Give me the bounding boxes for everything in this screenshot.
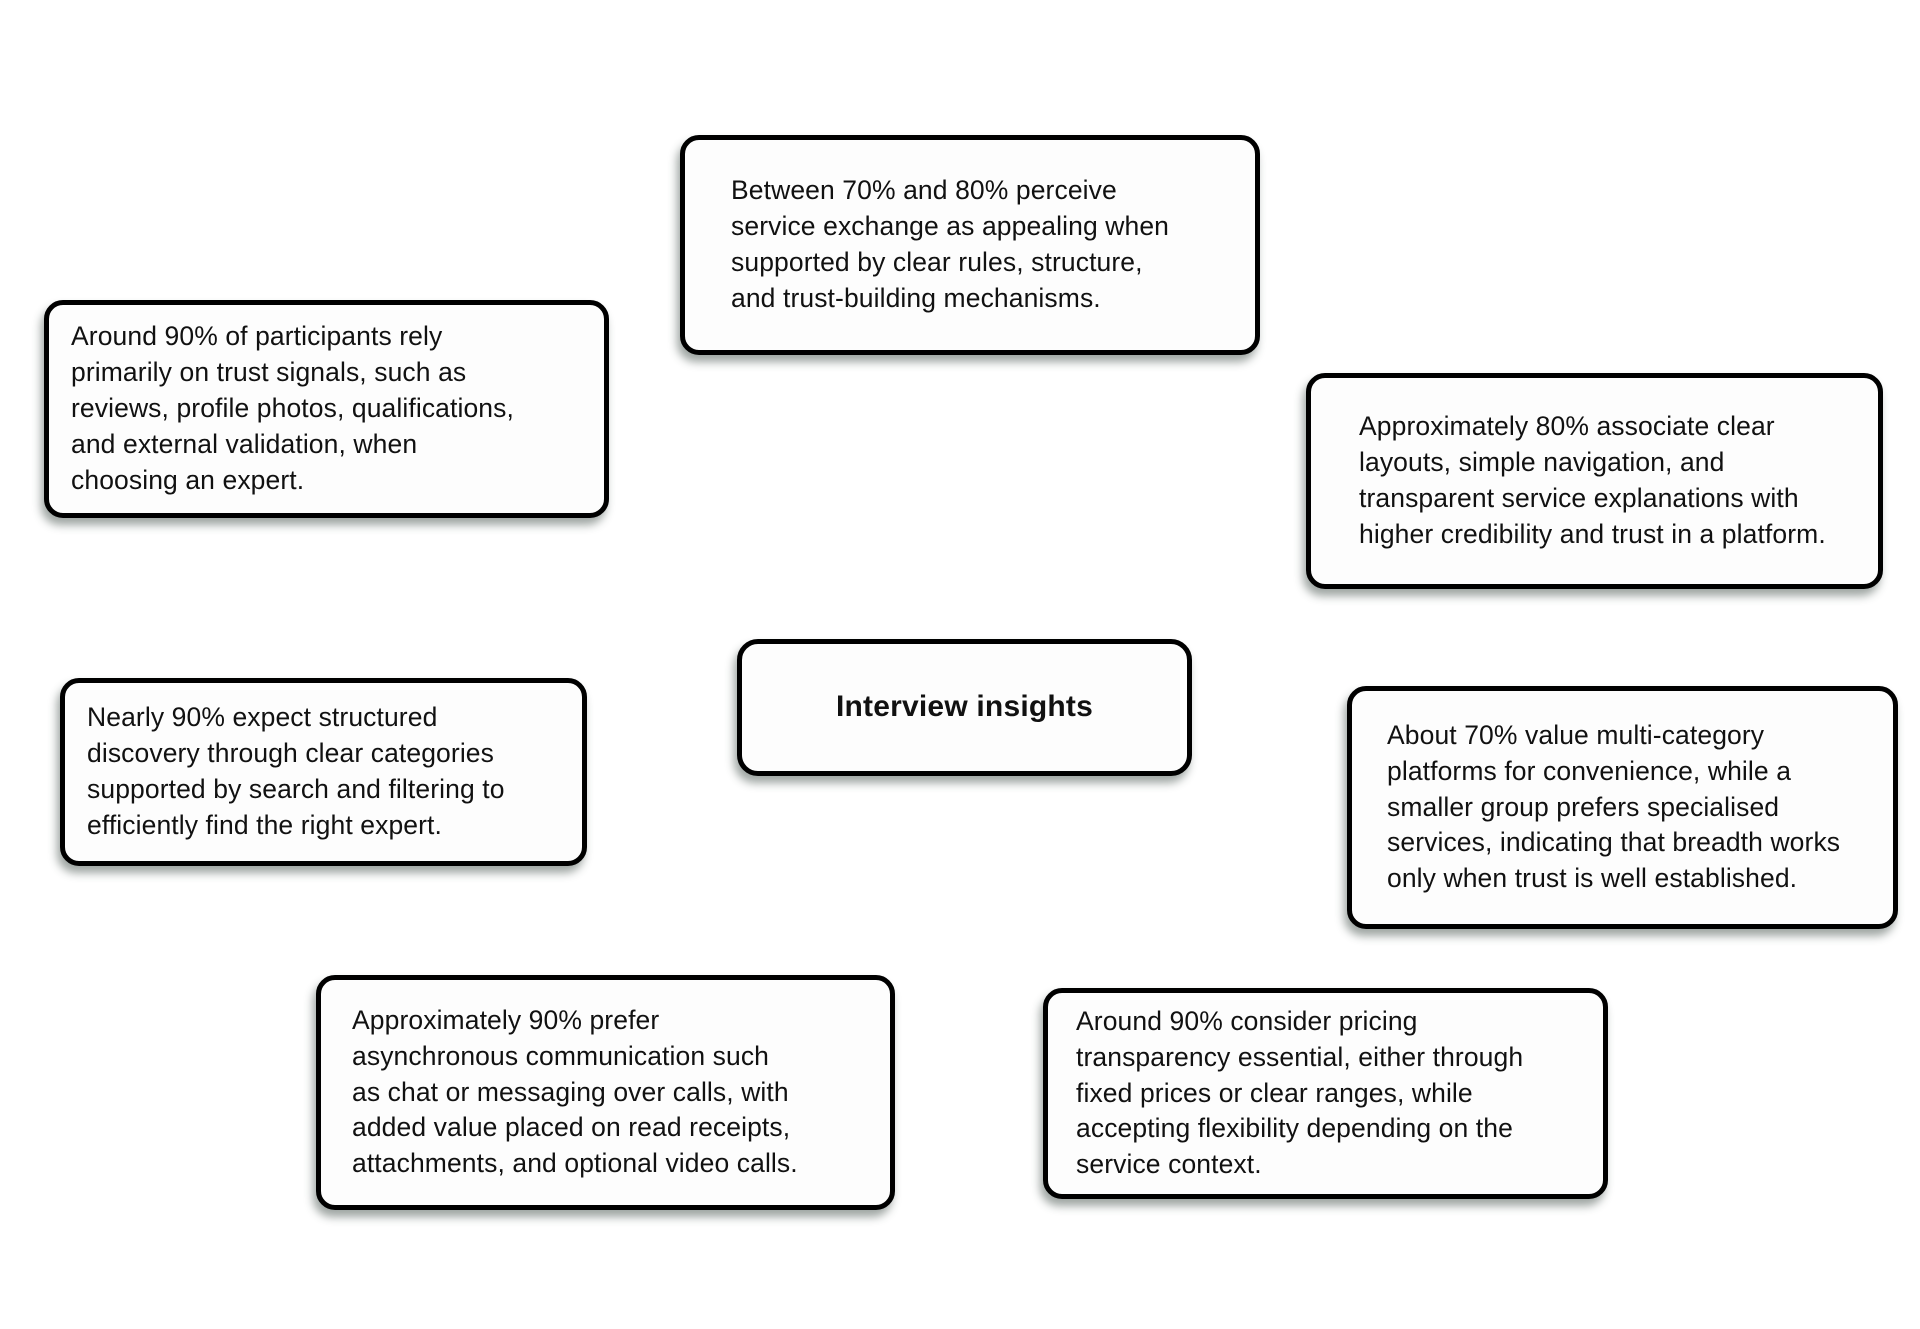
insight-node-multi-category-text: About 70% value multi-category platforms… [1387, 719, 1841, 894]
insight-node-async-communication-text: Approximately 90% prefer asynchronous co… [352, 1004, 798, 1179]
insight-node-service-exchange[interactable]: Between 70% and 80% perceive service exc… [680, 135, 1260, 355]
insight-node-structured-discovery[interactable]: Nearly 90% expect structured discovery t… [60, 678, 587, 866]
insight-node-pricing-transparency[interactable]: Around 90% consider pricing transparency… [1043, 988, 1608, 1199]
insight-node-structured-discovery-text: Nearly 90% expect structured discovery t… [87, 702, 505, 840]
insight-node-async-communication[interactable]: Approximately 90% prefer asynchronous co… [316, 975, 895, 1210]
center-node-label: Interview insights [836, 690, 1093, 724]
center-node-interview-insights[interactable]: Interview insights [737, 639, 1192, 776]
insight-node-trust-signals[interactable]: Around 90% of participants rely primaril… [44, 300, 609, 518]
insight-node-trust-signals-text: Around 90% of participants rely primaril… [71, 321, 514, 495]
insight-node-service-exchange-text: Between 70% and 80% perceive service exc… [731, 175, 1169, 313]
insight-node-pricing-transparency-text: Around 90% consider pricing transparency… [1076, 1005, 1524, 1180]
insight-node-multi-category[interactable]: About 70% value multi-category platforms… [1347, 686, 1898, 929]
insight-node-clear-layouts[interactable]: Approximately 80% associate clear layout… [1306, 373, 1883, 589]
insight-node-clear-layouts-text: Approximately 80% associate clear layout… [1359, 411, 1826, 549]
